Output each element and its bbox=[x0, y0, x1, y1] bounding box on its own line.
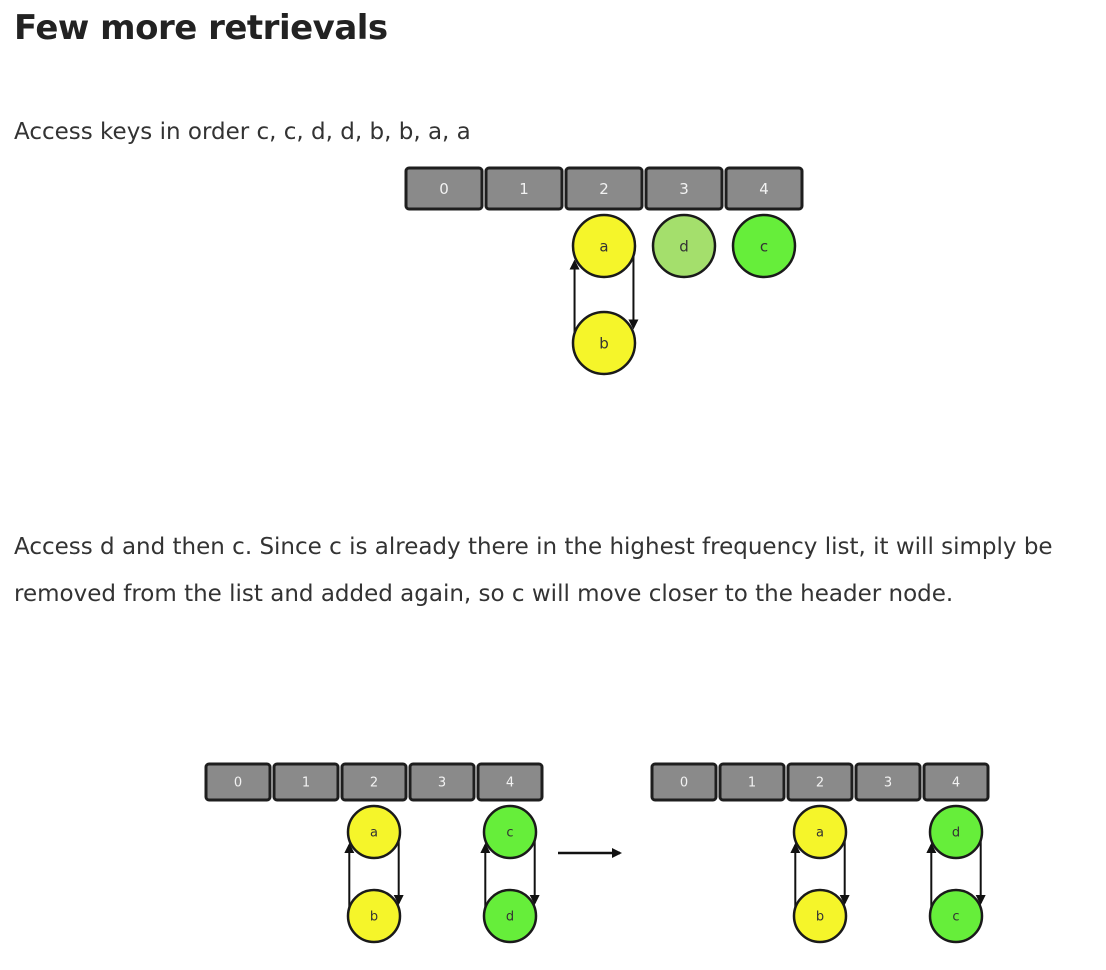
cache-node-c: c bbox=[731, 213, 797, 279]
frequency-cell: 3 bbox=[644, 166, 724, 211]
frequency-cell: 4 bbox=[724, 166, 804, 211]
cache-node-label: d bbox=[952, 826, 960, 841]
cache-node-c: c bbox=[482, 804, 538, 860]
diagram-top: 0 1 2 3 4 a b d c bbox=[404, 166, 804, 376]
cache-node-label: a bbox=[599, 237, 608, 255]
cache-node-label: c bbox=[760, 237, 768, 255]
frequency-cell: 0 bbox=[650, 762, 718, 802]
cache-node-a: a bbox=[792, 804, 848, 860]
paragraph-line-2: removed from the list and added again, s… bbox=[14, 581, 954, 607]
frequency-cell: 2 bbox=[340, 762, 408, 802]
frequency-cell: 4 bbox=[476, 762, 544, 802]
frequency-cell-label: 1 bbox=[519, 180, 529, 198]
frequency-cell-label: 2 bbox=[599, 180, 609, 198]
frequency-cell-label: 2 bbox=[370, 776, 378, 791]
frequency-cell-label: 3 bbox=[884, 776, 892, 791]
cache-node-d: d bbox=[482, 888, 538, 944]
frequency-cell: 4 bbox=[922, 762, 990, 802]
frequency-cell: 1 bbox=[718, 762, 786, 802]
cache-node-label: d bbox=[506, 910, 514, 925]
cache-node-c: c bbox=[928, 888, 984, 944]
cache-node-label: d bbox=[679, 237, 689, 255]
frequency-cell: 3 bbox=[854, 762, 922, 802]
cache-node-d: d bbox=[928, 804, 984, 860]
frequency-cell-label: 0 bbox=[680, 776, 688, 791]
paragraph-access-order: Access keys in order c, c, d, d, b, b, a… bbox=[14, 119, 471, 145]
diagram-bottom-left: 0 1 2 3 4 a b c d bbox=[204, 762, 544, 944]
frequency-cell-label: 4 bbox=[759, 180, 769, 198]
cache-node-label: c bbox=[506, 826, 513, 841]
cache-node-b: b bbox=[792, 888, 848, 944]
frequency-cell-label: 1 bbox=[302, 776, 310, 791]
paragraph-access-explanation: Access d and then c. Since c is already … bbox=[14, 524, 1053, 618]
frequency-cell: 1 bbox=[484, 166, 564, 211]
cache-node-a: a bbox=[571, 213, 637, 279]
frequency-cell-label: 0 bbox=[439, 180, 449, 198]
frequency-cell: 0 bbox=[404, 166, 484, 211]
frequency-cell-label: 3 bbox=[679, 180, 689, 198]
frequency-cell: 0 bbox=[204, 762, 272, 802]
frequency-cell: 3 bbox=[408, 762, 476, 802]
cache-node-b: b bbox=[346, 888, 402, 944]
cache-node-label: c bbox=[952, 910, 959, 925]
frequency-cell-label: 3 bbox=[438, 776, 446, 791]
frequency-cell: 2 bbox=[564, 166, 644, 211]
frequency-cell: 1 bbox=[272, 762, 340, 802]
frequency-cell-label: 1 bbox=[748, 776, 756, 791]
cache-node-d: d bbox=[651, 213, 717, 279]
frequency-cell-label: 4 bbox=[506, 776, 514, 791]
cache-node-b: b bbox=[571, 310, 637, 376]
cache-node-label: a bbox=[816, 826, 824, 841]
diagram-bottom-right: 0 1 2 3 4 a b d c bbox=[650, 762, 990, 944]
paragraph-line-1: Access d and then c. Since c is already … bbox=[14, 534, 1053, 560]
cache-node-label: a bbox=[370, 826, 378, 841]
frequency-cell-label: 2 bbox=[816, 776, 824, 791]
frequency-cell-label: 4 bbox=[952, 776, 960, 791]
cache-node-label: b bbox=[816, 910, 824, 925]
cache-node-a: a bbox=[346, 804, 402, 860]
cache-node-label: b bbox=[370, 910, 378, 925]
page-title: Few more retrievals bbox=[14, 8, 388, 48]
frequency-cell: 2 bbox=[786, 762, 854, 802]
frequency-cell-label: 0 bbox=[234, 776, 242, 791]
cache-node-label: b bbox=[599, 334, 609, 352]
